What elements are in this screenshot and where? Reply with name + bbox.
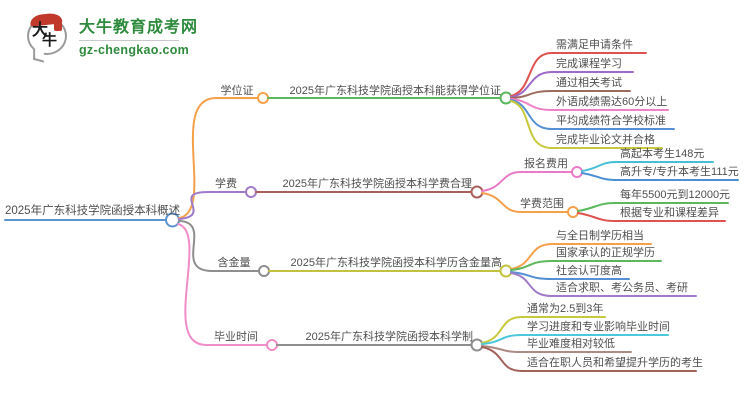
leaf-label: 完成毕业论文并合格 — [556, 134, 655, 146]
leaf-line — [510, 243, 652, 270]
branch-degree-label: 学位证 — [220, 85, 254, 97]
leaf-line — [510, 52, 647, 97]
leaf-label: 完成课程学习 — [556, 58, 622, 70]
leaf-label: 通常为2.5到3年 — [527, 303, 604, 315]
leaf-line — [510, 272, 697, 297]
branch-value-label: 含金量 — [217, 257, 251, 269]
leaf-label: 适合求职、考公务员、考研 — [556, 282, 688, 294]
logo-seal-icon — [54, 22, 62, 31]
leaf-line — [581, 161, 714, 172]
leaf-label: 适合在职人员和希望提升学历的考生 — [527, 357, 703, 369]
branch-value-summary-line — [268, 264, 513, 278]
logo-bubble-icon: 大 牛 — [27, 12, 69, 63]
site-logo[interactable]: 大 牛 大牛教育成考网 gz-chengkao.com — [27, 12, 198, 63]
logo-mark-char: 牛 — [42, 32, 58, 49]
leaf-line — [510, 260, 662, 271]
leaf-label: 平均成绩符合学校标准 — [556, 115, 666, 127]
branch-degree-summary-label: 2025年广东科技学院函授本科能获得学位证 — [289, 85, 501, 97]
leaf-line — [481, 345, 632, 353]
leaf-line — [581, 172, 739, 181]
leaf-line — [577, 212, 726, 222]
leaf-line — [481, 334, 669, 345]
branch-tuition-line — [178, 186, 257, 220]
group-signup-fee-label: 报名费用 — [524, 158, 568, 170]
branch-value-summary-label: 2025年广东科技学院函授本科学历含金量高 — [290, 257, 502, 269]
leaf-label: 国家承认的正规学历 — [556, 247, 655, 259]
leaf-line — [510, 71, 634, 98]
branch-tuition-label: 学费 — [215, 178, 237, 190]
leaf-label: 社会认可度高 — [556, 265, 622, 277]
branch-graduation-summary-label: 2025年广东科技学院函授本科学制 — [305, 331, 473, 343]
group-fee-range-label: 学费范围 — [520, 198, 564, 210]
leaf-line — [510, 100, 663, 149]
leaf-label: 与全日制学历相当 — [556, 230, 644, 242]
branch-value-line — [178, 220, 270, 277]
leaf-label: 通过相关考试 — [556, 77, 622, 89]
leaf-label: 毕业难度相对较低 — [527, 338, 615, 350]
branch-tuition-summary-label: 2025年广东科技学院函授本科学费合理 — [282, 178, 472, 190]
logo-divider — [79, 40, 179, 42]
branch-tuition-summary-line — [255, 185, 484, 199]
leaf-label: 每年5500元到12000元 — [620, 189, 731, 201]
branch-graduation-summary-line — [276, 338, 484, 352]
logo-title: 大牛教育成考网 — [79, 19, 199, 36]
logo-text-block: 大牛教育成考网 gz-chengkao.com — [79, 14, 198, 57]
branch-graduation-label: 毕业时间 — [214, 331, 258, 343]
leaf-line — [510, 99, 675, 130]
leaf-label: 高升专/专升本考生111元 — [620, 166, 739, 178]
leaf-line — [577, 202, 729, 212]
root-node-label: 2025年广东科技学院函授本科概述 — [5, 205, 181, 217]
leaf-line — [510, 271, 630, 280]
logo-url: gz-chengkao.com — [79, 43, 190, 58]
logo-mark-char: 大 — [32, 22, 49, 39]
leaf-label: 高起本考生148元 — [620, 148, 705, 160]
leaf-line — [510, 98, 669, 111]
leaf-line — [481, 316, 606, 344]
leaf-label: 根据专业和课程差异 — [620, 207, 719, 219]
leaf-label: 学习进度和专业影响毕业时间 — [527, 321, 670, 333]
leaf-line — [510, 90, 631, 99]
leaf-line — [481, 346, 697, 372]
leaf-label: 外语成绩需达60分以上 — [556, 96, 668, 108]
leaf-label: 需满足申请条件 — [556, 39, 633, 51]
